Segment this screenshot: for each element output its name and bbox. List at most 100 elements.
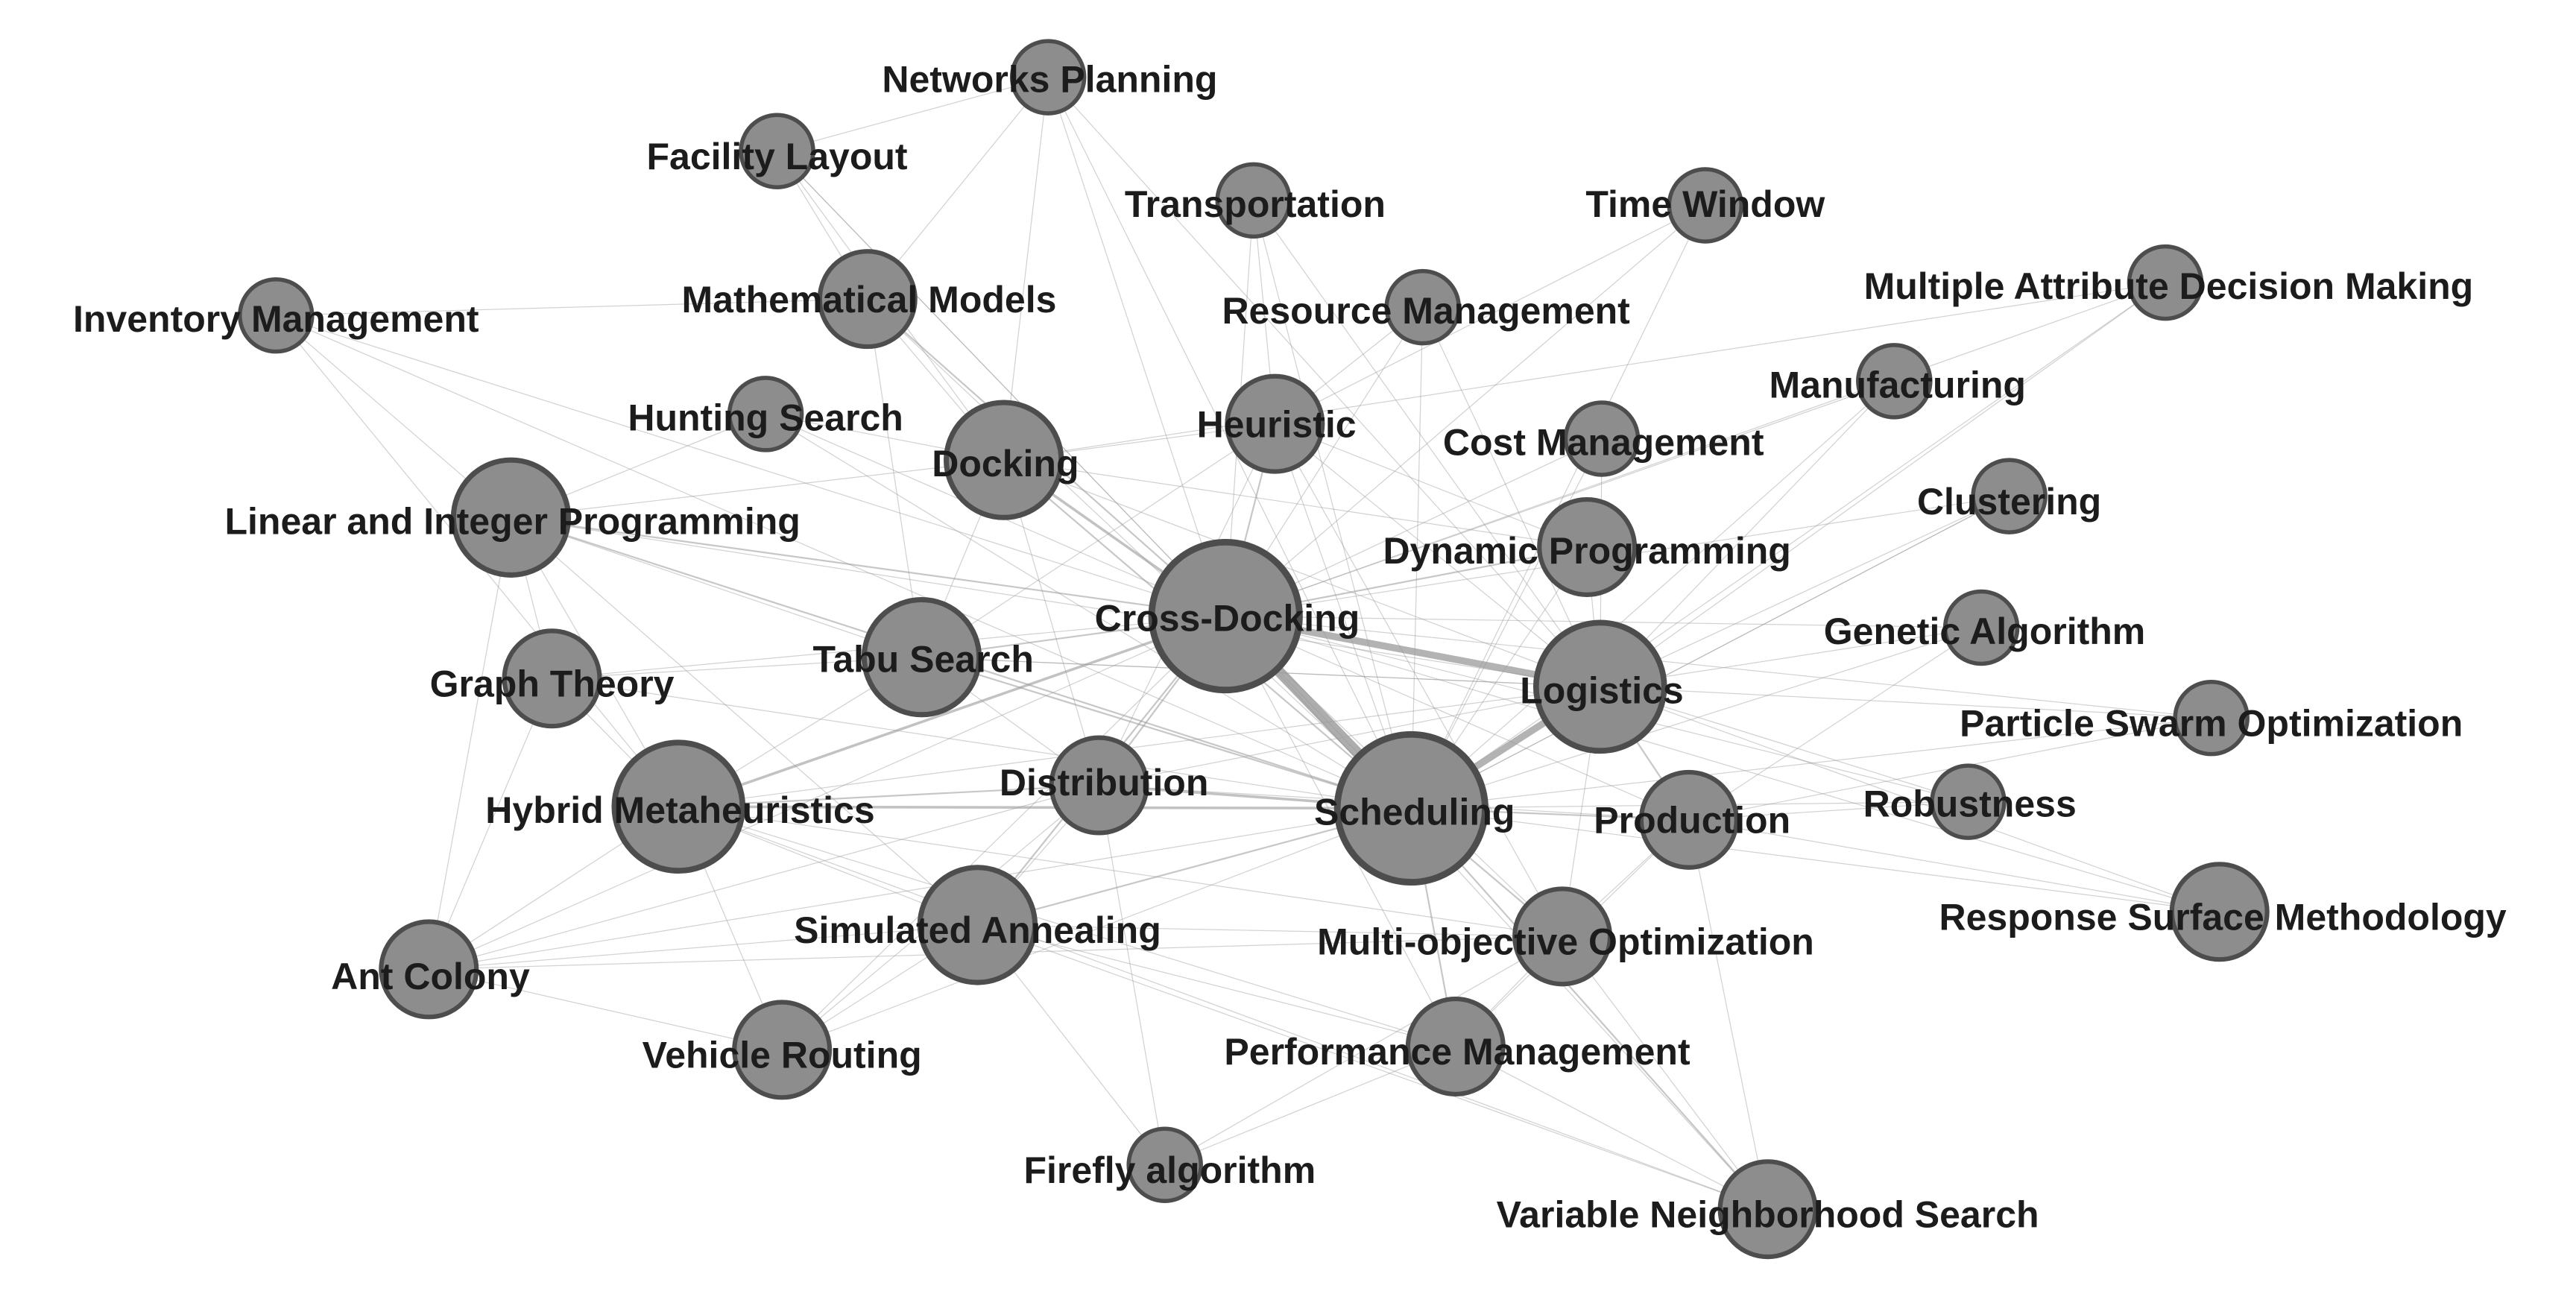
node-label-robustness: Robustness [1863,783,2077,824]
edge-resource_management-scheduling [1410,307,1424,809]
node-performance_management[interactable] [1405,996,1506,1097]
node-tabu_search[interactable] [861,596,982,718]
edge-vns-cross_docking [1225,616,1769,1210]
node-simulated_annealing[interactable] [917,865,1038,985]
node-rsm[interactable] [2169,862,2270,962]
node-cross_docking[interactable] [1148,538,1303,694]
edge-vns-hybrid_metaheuristics [678,806,1768,1210]
edge-manufacturing-scheduling [1410,380,1895,809]
edge-mathematical_models-inventory_management [276,298,868,316]
edge-heuristic-moo [1274,423,1563,937]
node-label-manufacturing: Manufacturing [1769,364,2025,405]
node-graph_theory[interactable] [502,628,602,729]
edge-transportation-logistics [1253,200,1601,687]
node-label-hunting_search: Hunting Search [628,397,903,438]
node-vehicle_routing[interactable] [732,1000,833,1100]
edge-graph_theory-scheduling [552,678,1412,810]
edge-facility_layout-cross_docking [777,151,1226,616]
node-moo[interactable] [1512,886,1613,987]
edge-moo-vns [1562,935,1769,1210]
edge-linear_integer-simulated_annealing [511,517,978,926]
edge-clustering-scheduling [1411,496,2010,809]
node-vns[interactable] [1717,1159,1818,1260]
edge-time_window-heuristic [1275,204,1706,425]
node-pso[interactable] [2173,679,2250,757]
node-label-simulated_annealing: Simulated Annealing [794,909,1161,951]
node-label-rsm: Response Surface Methodology [1939,896,2507,938]
node-label-networks_planning: Networks Planning [882,58,1217,100]
node-label-mathematical_models: Mathematical Models [682,279,1057,321]
edge-scheduling-hybrid_metaheuristics [678,805,1412,810]
node-clustering[interactable] [1971,458,2048,534]
node-production[interactable] [1638,769,1739,870]
edge-vehicle_routing-scheduling [781,807,1412,1050]
node-label-genetic_algorithm: Genetic Algorithm [1824,610,2146,652]
edge-firefly-moo [1164,935,1563,1166]
edge-madm-docking [1003,282,2166,461]
node-label-resource_management: Resource Management [1222,290,1630,332]
edge-performance_management-vns [1455,1046,1768,1210]
node-label-time_window: Time Window [1585,183,1825,225]
edge-ant_colony-distribution [429,784,1099,970]
node-firefly[interactable] [1126,1126,1203,1203]
edge-logistics-heuristic [1274,423,1601,687]
edge-cross_docking-linear_integer [511,517,1226,617]
edge-networks_planning-cross_docking [1047,77,1226,616]
edge-scheduling-pso [1411,717,2212,810]
node-transportation[interactable] [1215,162,1292,239]
node-label-heuristic: Heuristic [1197,403,1357,445]
node-label-tabu_search: Tabu Search [812,638,1033,680]
node-time_window[interactable] [1667,167,1744,244]
edge-cross_docking-production [1225,615,1690,821]
node-label-madm: Multiple Attribute Decision Making [1864,265,2474,307]
node-madm[interactable] [2127,244,2204,321]
edge-linear_integer-tabu_search [511,517,922,658]
edge-logistics-clustering [1600,496,2010,687]
node-linear_integer[interactable] [450,457,572,578]
node-label-graph_theory: Graph Theory [430,663,675,705]
edge-performance_management-hybrid_metaheuristics [678,806,1456,1047]
node-genetic_algorithm[interactable] [1942,589,2020,666]
node-robustness[interactable] [1930,763,2007,840]
node-logistics[interactable] [1532,619,1667,754]
edge-linear_integer-docking [511,459,1004,518]
edge-manufacturing-cross_docking [1225,380,1895,617]
edge-layer [275,77,2220,1210]
edge-linear_integer-logistics [511,517,1600,687]
edge-madm-cross_docking [1225,282,2166,617]
edge-logistics-manufacturing [1600,380,1895,687]
node-docking[interactable] [944,400,1064,520]
node-dynamic_programming[interactable] [1537,496,1638,597]
node-hybrid_metaheuristics[interactable] [611,739,746,874]
edge-scheduling-tabu_search [921,656,1412,810]
node-networks_planning[interactable] [1009,39,1087,116]
node-cost_management[interactable] [1563,400,1641,477]
node-label-distribution: Distribution [1000,762,1209,804]
edge-vehicle_routing-cross_docking [781,616,1226,1050]
node-hunting_search[interactable] [727,376,804,452]
edge-graph_theory-tabu_search [552,657,922,679]
node-ant_colony[interactable] [379,919,479,1020]
node-distribution[interactable] [1049,735,1149,836]
edge-scheduling-rsm [1411,807,2220,912]
edge-rsm-cross_docking [1225,615,2220,912]
node-resource_management[interactable] [1384,268,1461,346]
edge-time_window-cross_docking [1225,205,1706,616]
edge-tabu_search-heuristic [921,423,1275,658]
node-mathematical_models[interactable] [817,249,918,350]
node-manufacturing[interactable] [1856,343,1933,420]
node-label-logistics: Logistics [1520,669,1683,711]
node-inventory_management[interactable] [238,277,315,354]
node-facility_layout[interactable] [739,113,815,190]
node-scheduling[interactable] [1333,730,1489,886]
edge-logistics-docking [1003,459,1600,687]
node-label-inventory_management: Inventory Management [73,298,479,340]
node-heuristic[interactable] [1225,373,1325,474]
node-label-docking: Docking [932,443,1079,485]
node-label-firefly: Firefly algorithm [1023,1149,1316,1191]
edge-linear_integer-ant_colony [428,517,512,970]
edge-logistics-distribution [1099,686,1600,786]
edge-ant_colony-simulated_annealing [429,924,978,971]
